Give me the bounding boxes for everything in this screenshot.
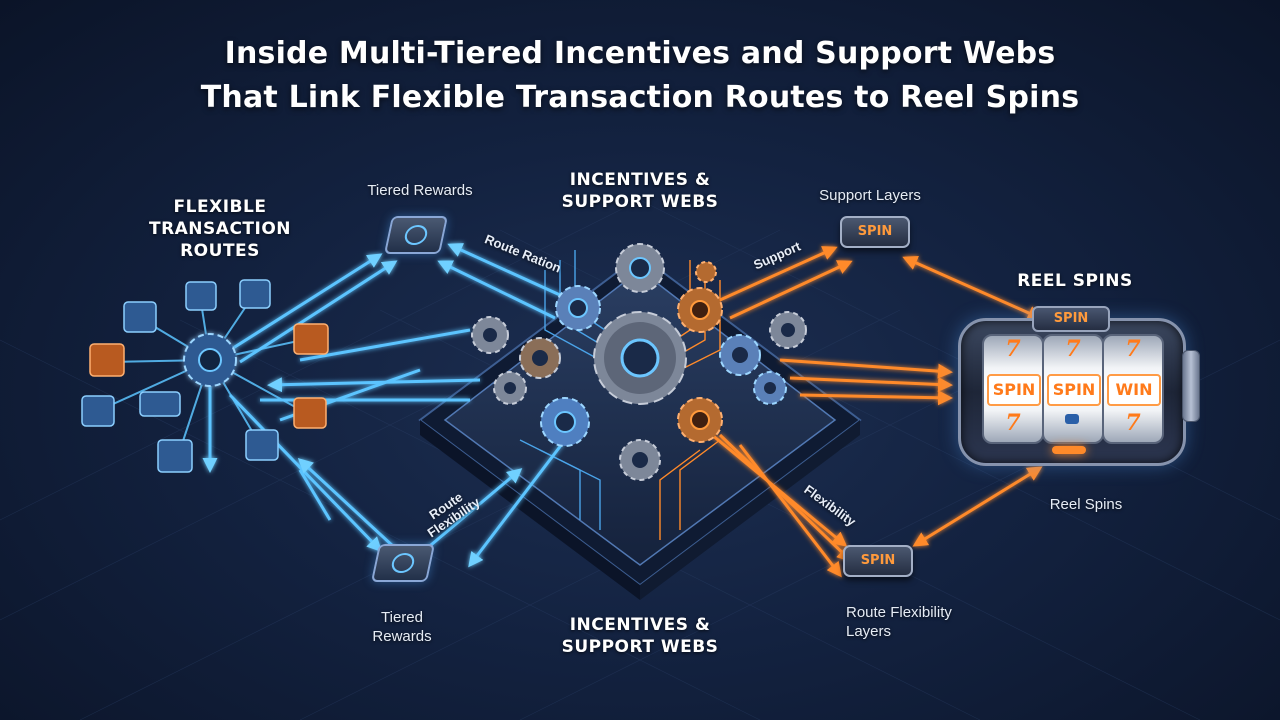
seven-symbol: 7	[1125, 336, 1141, 362]
bar-symbol-icon	[1065, 414, 1079, 424]
slot-reel: 7 SPIN	[1042, 334, 1104, 444]
slot-reel: 7 SPIN 7	[982, 334, 1044, 444]
tiered-rewards-bottom-line: Rewards	[372, 628, 432, 645]
support-layers-label: Support Layers	[819, 187, 921, 204]
node-cube	[81, 279, 279, 473]
tiered-rewards-top-box	[383, 216, 449, 254]
gear-icon	[471, 316, 509, 354]
reel-result: WIN	[1107, 374, 1161, 406]
route-flexibility-layers-line: Route Flexibility	[846, 604, 952, 621]
gear-icon	[695, 261, 717, 283]
seven-symbol: 7	[1065, 336, 1081, 362]
seven-symbol: 7	[1005, 336, 1021, 362]
incentives-header-top: INCENTIVES & SUPPORT WEBS	[540, 169, 740, 213]
incentives-header-line: INCENTIVES &	[569, 170, 711, 190]
gear-icon	[555, 285, 601, 331]
slot-machine-handle	[1182, 350, 1200, 422]
gear-icon	[769, 311, 807, 349]
incentives-header-line: SUPPORT WEBS	[561, 637, 719, 657]
slot-machine-badge: SPIN	[1032, 306, 1110, 332]
route-flexibility-layers-label: Route Flexibility Layers	[846, 603, 996, 641]
reel-spins-header: REEL SPINS	[1017, 271, 1133, 291]
incentives-header-line: INCENTIVES &	[569, 615, 711, 635]
gear-icon	[540, 397, 590, 447]
reel-result: SPIN	[1047, 374, 1101, 406]
route-flexibility-layers-line: Layers	[846, 623, 892, 640]
gear-icon	[753, 371, 787, 405]
central-platform	[418, 253, 862, 600]
gear-cluster	[471, 243, 807, 481]
page-title-line-1: Inside Multi-Tiered Incentives and Suppo…	[224, 36, 1056, 71]
reel-spins-sublabel: Reel Spins	[1049, 496, 1123, 513]
flexible-routes-line: FLEXIBLE	[173, 197, 267, 217]
orange-flow-lines	[699, 246, 1043, 578]
tiered-rewards-top-label: Tiered Rewards	[367, 182, 473, 199]
gear-icon	[615, 243, 665, 293]
flexible-routes-header: FLEXIBLE TRANSACTION ROUTES	[130, 196, 310, 262]
incentives-header-line: SUPPORT WEBS	[561, 192, 719, 212]
gear-icon	[677, 397, 723, 443]
gear-icon	[519, 337, 561, 379]
reel-result: SPIN	[987, 374, 1041, 406]
gear-icon	[619, 439, 661, 481]
eye-icon	[389, 553, 417, 573]
flexible-routes-line: TRANSACTION	[148, 219, 292, 239]
slot-machine-light	[1052, 446, 1086, 454]
tiered-rewards-bottom-label: Tiered Rewards	[352, 608, 452, 646]
eye-icon	[402, 225, 430, 245]
gear-icon	[719, 334, 761, 376]
route-node-network	[81, 279, 329, 473]
gear-icon	[677, 287, 723, 333]
gear-icon	[593, 311, 687, 405]
tiered-rewards-bottom-line: Tiered	[381, 609, 423, 626]
slot-reel: 7 WIN 7	[1102, 334, 1164, 444]
support-layers-spin-chip: SPIN	[840, 216, 910, 248]
route-flex-spin-chip: SPIN	[843, 545, 913, 577]
gear-icon	[183, 333, 237, 387]
tiered-rewards-bottom-box	[370, 544, 436, 582]
gear-icon	[493, 371, 527, 405]
seven-symbol: 7	[1125, 410, 1141, 436]
flexible-routes-line: ROUTES	[180, 241, 260, 261]
node-cube-orange	[89, 323, 329, 429]
page-title-line-2: That Link Flexible Transaction Routes to…	[200, 80, 1080, 115]
incentives-header-bottom: INCENTIVES & SUPPORT WEBS	[540, 614, 740, 658]
seven-symbol: 7	[1005, 410, 1021, 436]
